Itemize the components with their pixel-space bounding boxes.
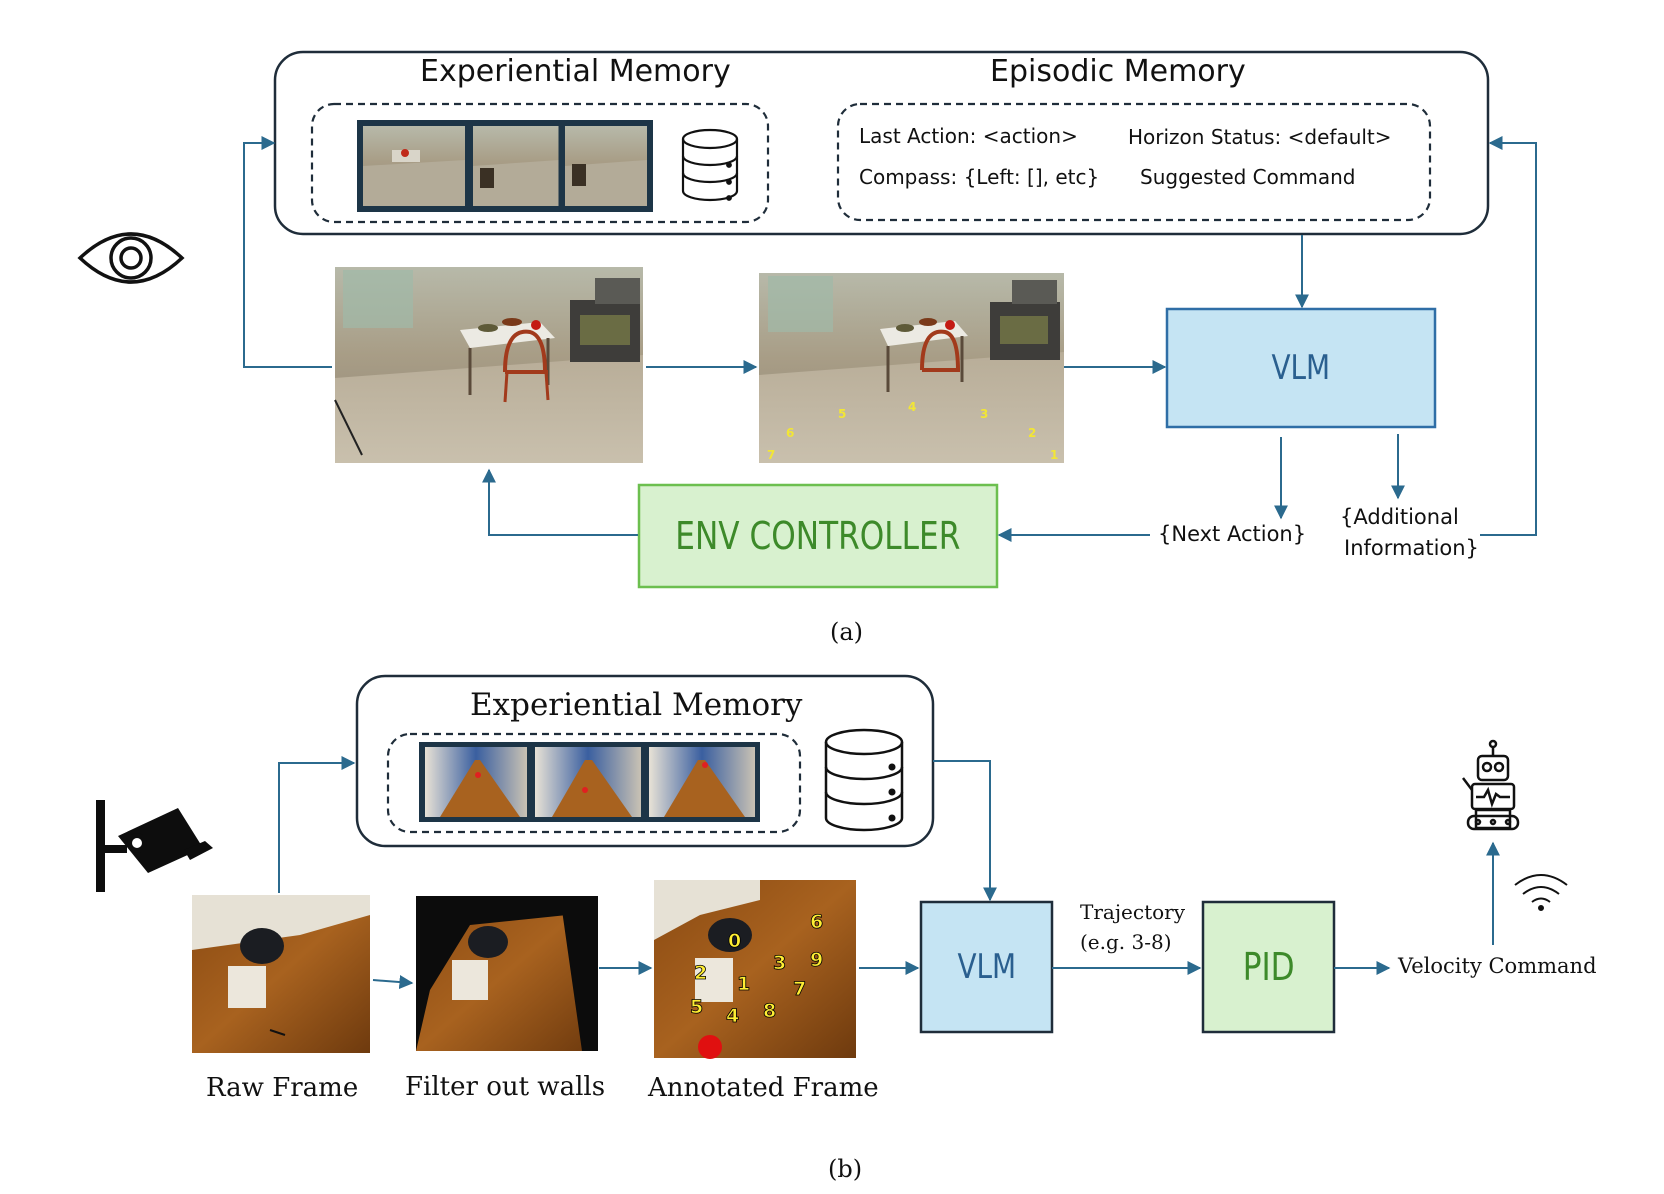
experiential-memory-dashed-box xyxy=(310,102,770,224)
experiential-memory-title-bottom: Experiential Memory xyxy=(470,687,803,723)
security-camera-icon xyxy=(96,800,213,892)
experiential-memory-title: Experiential Memory xyxy=(420,54,731,89)
compass-field: Compass: {Left: [], etc} xyxy=(859,165,1100,189)
annotated-frame-image xyxy=(654,880,856,1059)
frame-marker: 9 xyxy=(810,949,823,971)
frame-marker: 7 xyxy=(767,448,775,462)
frame-marker: 5 xyxy=(690,996,703,1018)
trajectory-label-line2: (e.g. 3-8) xyxy=(1080,930,1172,954)
eye-icon xyxy=(77,232,185,284)
frame-marker: 0 xyxy=(728,930,741,952)
frame-marker: 2 xyxy=(694,962,707,984)
wifi-signal-icon xyxy=(1514,874,1568,911)
kitchen-frame-markers: 5 4 3 6 2 7 1 xyxy=(767,400,1058,462)
additional-info-label-line1: {Additional xyxy=(1340,505,1459,529)
frame-marker: 4 xyxy=(726,1005,739,1027)
annotated-frame-markers: 6 0 3 9 2 1 7 5 4 8 xyxy=(690,911,824,1028)
frame-marker: 6 xyxy=(786,426,794,440)
env-controller-box xyxy=(637,483,999,589)
frame-marker: 3 xyxy=(773,952,786,974)
velocity-command-label: Velocity Command xyxy=(1398,954,1597,978)
horizon-status-field: Horizon Status: <default> xyxy=(1128,125,1392,149)
frame-marker: 5 xyxy=(838,407,846,421)
experiential-memory-film-strip-bottom xyxy=(419,742,760,822)
filtered-frame-image xyxy=(416,896,598,1051)
annotated-frame-label: Annotated Frame xyxy=(648,1073,879,1103)
filter-walls-label: Filter out walls xyxy=(405,1072,606,1102)
vlm-label-bottom: VLM xyxy=(957,947,1016,987)
frame-marker: 2 xyxy=(1028,426,1036,440)
caption-b: (b) xyxy=(828,1155,863,1183)
pid-box xyxy=(1201,900,1336,1034)
episodic-memory-title: Episodic Memory xyxy=(990,54,1246,89)
trajectory-label-line1: Trajectory xyxy=(1080,900,1185,924)
frame-marker: 1 xyxy=(1050,448,1058,462)
vlm-box-top xyxy=(1165,307,1437,429)
vlm-box-bottom xyxy=(919,900,1054,1034)
frame-marker: 3 xyxy=(980,407,988,421)
database-icon-bottom xyxy=(824,728,904,832)
kitchen-annotated-frame xyxy=(759,273,1064,463)
database-icon xyxy=(681,128,739,202)
pid-label: PID xyxy=(1242,945,1295,989)
flow-arrows-top xyxy=(243,136,1537,542)
frame-marker: 4 xyxy=(908,400,916,414)
raw-frame-image xyxy=(192,895,370,1053)
additional-info-label-line2: Information} xyxy=(1344,536,1479,560)
flow-arrows-bottom xyxy=(278,756,1500,990)
vlm-label-top: VLM xyxy=(1271,348,1331,388)
frame-marker: 8 xyxy=(763,1000,776,1022)
suggested-command-field: Suggested Command xyxy=(1140,165,1356,189)
frame-marker: 6 xyxy=(810,911,823,933)
experiential-memory-dashed-box-bottom xyxy=(386,732,802,834)
frame-marker: 1 xyxy=(737,973,750,995)
next-action-label: {Next Action} xyxy=(1158,522,1307,546)
experiential-memory-film-strip xyxy=(357,120,653,212)
episodic-memory-dashed-box xyxy=(836,102,1432,222)
last-action-field: Last Action: <action> xyxy=(859,124,1078,148)
caption-a: (a) xyxy=(830,618,864,646)
robot-icon xyxy=(1462,739,1520,831)
frame-marker: 7 xyxy=(793,978,806,1000)
kitchen-raw-frame xyxy=(334,267,643,463)
env-controller-label: ENV CONTROLLER xyxy=(675,514,961,558)
raw-frame-label: Raw Frame xyxy=(206,1073,359,1103)
